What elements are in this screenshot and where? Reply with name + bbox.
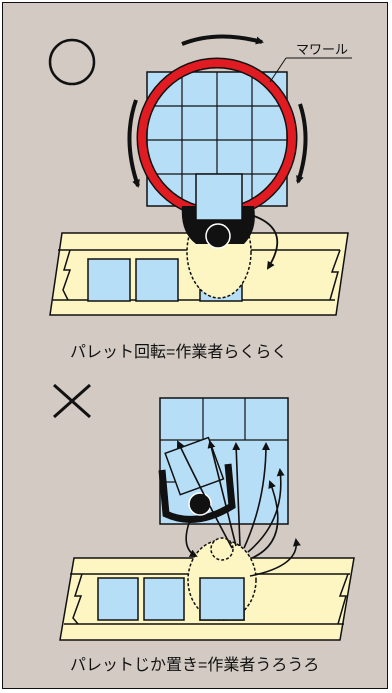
conveyor-box bbox=[143, 577, 185, 621]
worker-ghost bbox=[187, 537, 257, 621]
rotation-arrows bbox=[127, 34, 308, 188]
wandering-arrows bbox=[177, 440, 301, 577]
bottom-caption: パレットじか置き=作業者うろうろ bbox=[70, 656, 319, 674]
bottom-panel: パレットじか置き=作業者うろうろ bbox=[53, 383, 355, 674]
callout-leader bbox=[269, 57, 287, 83]
top-caption: パレット回転=作業者らくらく bbox=[70, 343, 287, 361]
callout-label: マワール bbox=[296, 42, 348, 57]
worker-figure bbox=[181, 173, 279, 299]
worker-figure bbox=[158, 436, 236, 523]
bad-mark-cross bbox=[53, 383, 91, 419]
top-panel: マワール パレット回転=作業者らくらく bbox=[48, 34, 352, 361]
conveyor-box bbox=[135, 258, 179, 302]
good-mark-circle bbox=[48, 38, 96, 86]
conveyor-box bbox=[97, 577, 139, 621]
conveyor-box bbox=[87, 258, 131, 302]
